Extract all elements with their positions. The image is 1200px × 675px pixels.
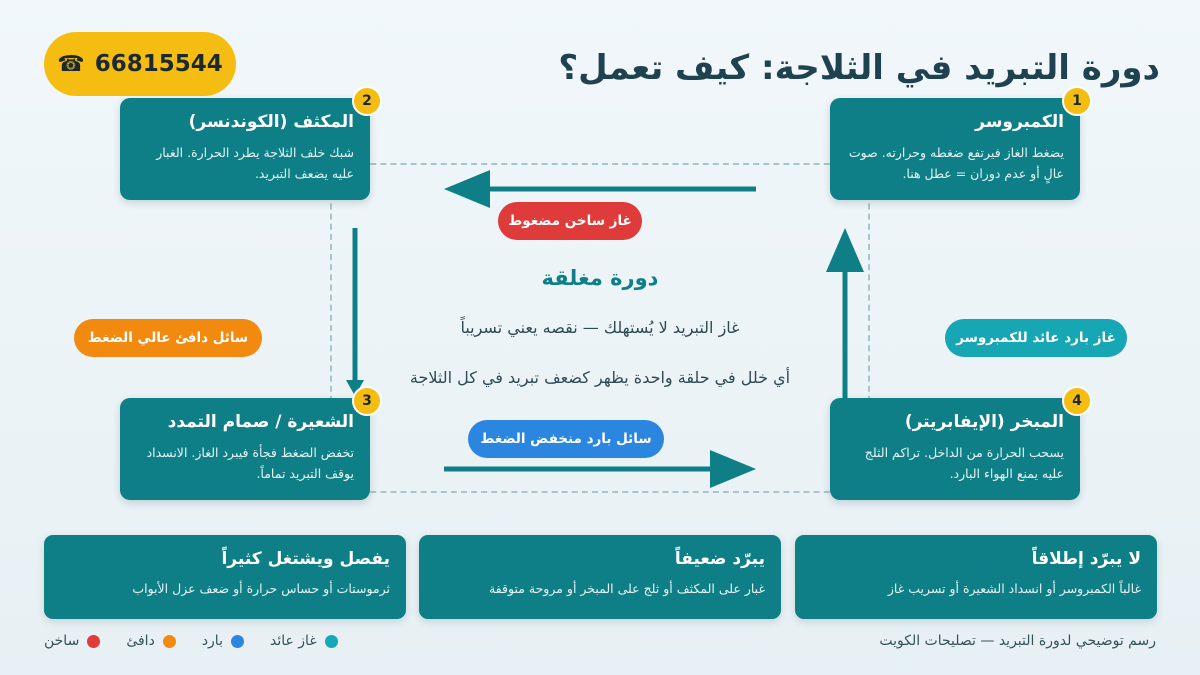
legend-label: ساخن xyxy=(44,633,80,649)
flow-label-warm: سائل دافئ عالي الضغط xyxy=(74,319,262,357)
stage-number-badge: 4 xyxy=(1062,386,1092,416)
center-heading: دورة مغلقة xyxy=(541,266,659,290)
stage-number-badge: 2 xyxy=(352,86,382,116)
stage-number-badge: 1 xyxy=(1062,86,1092,116)
legend-label: بارد xyxy=(201,633,223,649)
fault-card-cycling: يفصل ويشتغل كثيراً ثرموستات أو حساس حرار… xyxy=(44,535,406,619)
stage-desc: يضغط الغاز فيرتفع ضغطه وحرارته. صوت عالٍ… xyxy=(848,145,1064,181)
flow-label-cold: سائل بارد منخفض الضغط xyxy=(468,420,664,458)
flow-label-hot: غاز ساخن مضغوط xyxy=(498,202,642,240)
legend-dot xyxy=(324,634,338,648)
stage-title: المبخر (الإيفابريتر) xyxy=(904,412,1064,432)
legend-dot xyxy=(162,634,176,648)
stage-title: الكمبروسر xyxy=(975,112,1064,132)
legend-dot xyxy=(87,634,101,648)
stage-title: الشعيرة / صمام التمدد xyxy=(167,412,354,432)
legend-dot xyxy=(230,634,244,648)
stage-card-evaporator: المبخر (الإيفابريتر) يسحب الحرارة من الد… xyxy=(830,398,1080,500)
fault-desc: غبار على المكثف أو ثلج على المبخر أو مرو… xyxy=(488,581,765,596)
phone-number: 66815544 xyxy=(94,51,223,77)
stage-desc: تخفض الضغط فجأة فيبرد الغاز. الانسداد يو… xyxy=(146,445,354,481)
fault-title: يفصل ويشتغل كثيراً xyxy=(221,549,390,569)
fault-card-weak-cooling: يبرّد ضعيفاً غبار على المكثف أو ثلج على … xyxy=(419,535,781,619)
phone-icon: ☎ xyxy=(57,51,85,77)
footer-note: رسم توضيحي لدورة التبريد — تصليحات الكوي… xyxy=(879,633,1156,649)
stage-desc: شبك خلف الثلاجة يطرد الحرارة. الغبار علي… xyxy=(156,145,354,181)
fault-title: لا يبرّد إطلاقاً xyxy=(1031,549,1141,569)
stage-number-badge: 3 xyxy=(352,386,382,416)
stage-card-condenser: المكثف (الكوندنسر) شبك خلف الثلاجة يطرد … xyxy=(120,98,370,200)
stage-card-capillary: الشعيرة / صمام التمدد تخفض الضغط فجأة في… xyxy=(120,398,370,500)
stage-card-compressor: الكمبروسر يضغط الغاز فيرتفع ضغطه وحرارته… xyxy=(830,98,1080,200)
legend: ساخن دافئ بارد غاز عائد xyxy=(44,633,338,649)
legend-item-cold: بارد xyxy=(202,633,244,649)
stage-title: المكثف (الكوندنسر) xyxy=(188,112,354,132)
stage-desc: يسحب الحرارة من الداخل. تراكم الثلج عليه… xyxy=(864,445,1064,481)
fault-title: يبرّد ضعيفاً xyxy=(674,549,765,569)
flow-label-return: غاز بارد عائد للكمبروسر xyxy=(945,319,1127,357)
legend-item-hot: ساخن xyxy=(44,633,101,649)
legend-item-return: غاز عائد xyxy=(270,633,338,649)
page-title: دورة التبريد في الثلاجة: كيف تعمل؟ xyxy=(558,48,1160,88)
phone-badge[interactable]: ☎ 66815544 xyxy=(44,32,236,96)
legend-label: غاز عائد xyxy=(269,633,317,649)
center-line-2: أي خلل في حلقة واحدة يظهر كضعف تبريد في … xyxy=(409,368,791,387)
fault-desc: غالباً الكمبروسر أو انسداد الشعيرة أو تس… xyxy=(887,581,1141,596)
cycle-loop-outline xyxy=(330,163,870,493)
legend-item-warm: دافئ xyxy=(126,633,176,649)
fault-desc: ثرموستات أو حساس حرارة أو ضعف عزل الأبوا… xyxy=(132,581,390,596)
center-line-1: غاز التبريد لا يُستهلك — نقصه يعني تسريب… xyxy=(460,318,740,337)
legend-label: دافئ xyxy=(126,633,155,649)
fault-card-no-cooling: لا يبرّد إطلاقاً غالباً الكمبروسر أو انس… xyxy=(795,535,1157,619)
